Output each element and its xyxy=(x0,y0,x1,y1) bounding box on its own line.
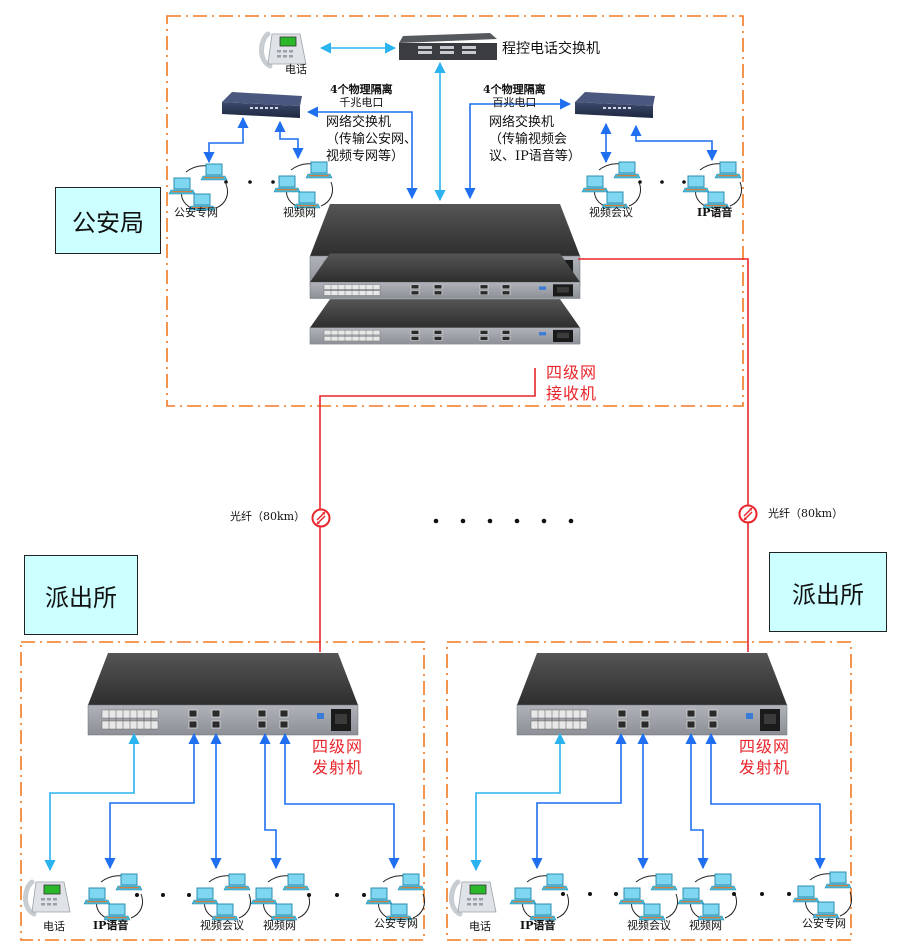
left-switch-desc-line: 网络交换机 xyxy=(326,115,392,130)
stations-ellipsis xyxy=(433,518,574,524)
receiver-unit-2-icon xyxy=(309,253,581,300)
pbx-label: 程控电话交换机 xyxy=(502,41,600,57)
left-port-note-line: 千兆电口 xyxy=(339,95,384,109)
station-1-group-label: 视频网 xyxy=(263,919,296,932)
station-1-transmitter-label: 四级网 发射机 xyxy=(312,737,363,779)
station-2-transmitter-label: 四级网 发射机 xyxy=(739,737,790,779)
fiber-right-label: 光纤（80km） xyxy=(768,507,844,520)
switch-to-group-link xyxy=(203,116,249,164)
station-2-ellipsis xyxy=(561,892,791,896)
station-1-group-label: 视频会议 xyxy=(200,919,244,932)
hq-group-ip-voice-icon xyxy=(683,162,742,208)
right-switch-desc-line: 议、IP语音等） xyxy=(489,148,581,164)
station-1-phone-link xyxy=(44,732,140,872)
left-port-note: 4个物理隔离 千兆电口 xyxy=(330,83,393,109)
station-1-telephone-icon xyxy=(26,882,71,914)
hq-group-video-conference-icon xyxy=(582,162,641,208)
hq-left-ellipsis xyxy=(224,180,275,184)
station-1-group-video-conf-icon xyxy=(192,874,251,920)
station-1-zone xyxy=(20,641,425,941)
transmitter-label-line: 四级网 xyxy=(739,737,791,756)
station-1-site-label: 派出所 xyxy=(24,555,138,635)
hq-phone-label: 电话 xyxy=(285,63,307,76)
fiber-link-right xyxy=(578,258,749,652)
ellipsis-dot xyxy=(541,518,547,524)
transmitter-label-line: 发射机 xyxy=(739,757,791,777)
ellipsis-dot xyxy=(460,518,466,524)
hq-group-police-net-icon xyxy=(169,164,228,210)
station-1-group-video-net-icon xyxy=(251,874,310,920)
station-2-zone xyxy=(446,641,852,941)
station-2-police-net-link xyxy=(705,732,826,870)
right-switch-description: 网络交换机 （传输视频会 议、IP语音等） xyxy=(489,115,581,166)
station-2-group-label: IP语音 xyxy=(520,919,556,932)
station-1-video-net-link xyxy=(259,732,282,870)
receiver-unit-3-icon xyxy=(309,298,581,345)
ellipsis-dot xyxy=(487,518,493,524)
station-2-video-net-link xyxy=(685,732,709,870)
fiber-left-icon xyxy=(311,508,331,528)
hq-group-label: 公安专网 xyxy=(174,206,218,219)
switch-to-group-link xyxy=(274,120,304,160)
right-network-switch-icon xyxy=(575,92,655,118)
fiber-left-label: 光纤（80km） xyxy=(230,510,306,523)
hq-telephone-icon xyxy=(262,34,307,66)
station-1-group-ip-voice-icon xyxy=(84,874,143,920)
fiber-link-left xyxy=(319,368,536,652)
transmitter-label-line: 发射机 xyxy=(312,757,364,777)
right-port-note-line: 百兆电口 xyxy=(492,95,537,109)
left-switch-desc-line: 视频专网等） xyxy=(326,148,405,164)
receiver-label-line: 接收机 xyxy=(546,383,598,403)
ellipsis-dot xyxy=(568,518,574,524)
station-2-group-label: 公安专网 xyxy=(802,917,846,930)
hq-group-label: 视频会议 xyxy=(589,206,633,219)
left-port-note-line: 4个物理隔离 xyxy=(330,83,393,96)
left-switch-link xyxy=(306,106,418,200)
station-1-transmitter-icon xyxy=(87,652,359,736)
hq-group-video-net-icon xyxy=(274,162,333,208)
right-switch-desc-line: （传输视频会 xyxy=(489,131,568,147)
station-1-police-net-link xyxy=(279,732,400,870)
receiver-label: 四级网 接收机 xyxy=(546,363,597,405)
station-2-phone-label: 电话 xyxy=(469,920,491,933)
station-1-ellipsis xyxy=(135,893,366,897)
hq-right-ellipsis xyxy=(638,180,686,184)
station-1-ip-voice-link xyxy=(104,732,200,870)
station-2-group-label: 视频网 xyxy=(689,919,722,932)
hq-group-label: IP语音 xyxy=(697,206,733,219)
station-2-group-video-conf-icon xyxy=(619,874,678,920)
station-1-group-label: IP语音 xyxy=(93,919,129,932)
left-switch-description: 网络交换机 （传输公安网、 视频专网等） xyxy=(326,115,417,166)
station-2-site-label: 派出所 xyxy=(769,552,887,632)
hq-site-label: 公安局 xyxy=(55,187,161,254)
hq-group-label: 视频网 xyxy=(283,206,316,219)
ellipsis-dot xyxy=(433,518,439,524)
pbx-device-icon xyxy=(399,33,497,60)
ellipsis-dot xyxy=(514,518,520,524)
switch-to-group-link xyxy=(630,124,718,162)
station-2-telephone-icon xyxy=(452,882,497,914)
station-2-group-video-net-icon xyxy=(678,874,737,920)
right-port-note-line: 4个物理隔离 xyxy=(483,83,546,96)
station-2-group-label: 视频会议 xyxy=(627,919,671,932)
hq-zone xyxy=(166,15,744,407)
station-2-phone-link xyxy=(470,732,566,872)
station-2-group-ip-voice-icon xyxy=(510,874,569,920)
station-2-group-police-net-icon xyxy=(793,872,852,918)
right-switch-desc-line: 网络交换机 xyxy=(489,115,555,130)
station-2-ip-voice-link xyxy=(531,732,627,870)
left-network-switch-icon xyxy=(222,92,302,118)
receiver-label-line: 四级网 xyxy=(546,363,598,382)
fiber-right-icon xyxy=(738,504,758,524)
right-port-note: 4个物理隔离 百兆电口 xyxy=(483,83,546,109)
receiver-stack xyxy=(309,203,581,345)
left-switch-desc-line: （传输公安网、 xyxy=(326,131,418,147)
station-2-transmitter-icon xyxy=(516,652,788,736)
station-1-group-police-net-icon xyxy=(366,874,425,920)
transmitter-label-line: 四级网 xyxy=(312,737,364,756)
station-1-group-label: 公安专网 xyxy=(374,917,418,930)
right-switch-link xyxy=(464,98,572,200)
station-1-phone-label: 电话 xyxy=(43,920,65,933)
